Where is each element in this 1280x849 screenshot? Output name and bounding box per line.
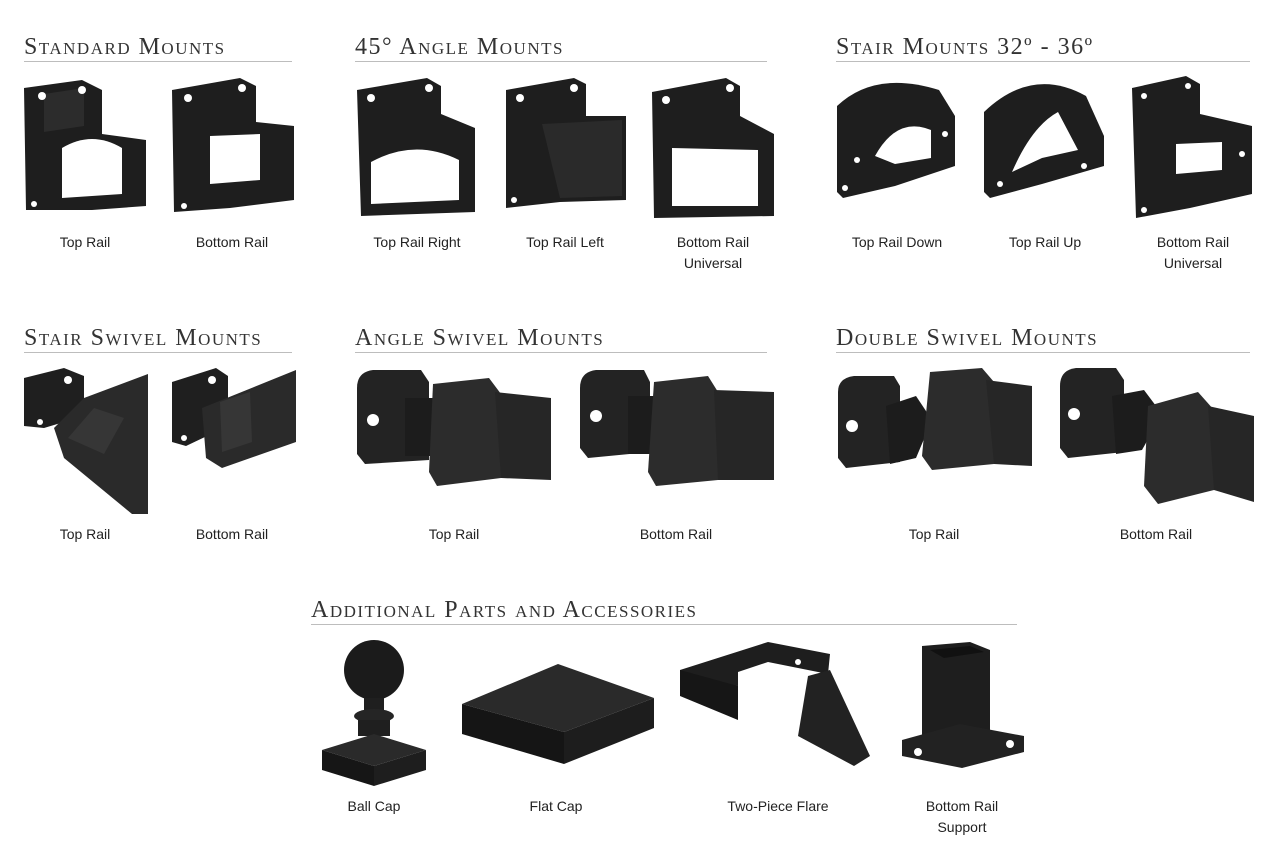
stair-swivel-bottom-rail-image (172, 368, 296, 472)
stair-top-rail-up-image (982, 76, 1106, 200)
label-ball-cap: Ball Cap (347, 798, 401, 814)
stair-top-rail-down-image (835, 76, 957, 200)
double-swivel-top-rail-image (836, 366, 1034, 482)
label-angle45-top-rail-left: Top Rail Left (526, 234, 604, 250)
label-double-swivel-top-rail: Top Rail (908, 526, 960, 542)
section-title-stair-mounts: Stair Mounts 32º - 36º (836, 33, 1250, 62)
label-stair-swivel-bottom-rail: Bottom Rail (195, 526, 269, 542)
angle45-top-rail-left-image (502, 76, 628, 212)
label-double-swivel-bottom-rail: Bottom Rail (1119, 526, 1193, 542)
double-swivel-bottom-rail-image (1058, 366, 1254, 510)
section-title-angle-swivel-mounts: Angle Swivel Mounts (355, 324, 767, 353)
label-stair-bottom-rail-universal: Bottom Rail Universal (1156, 234, 1230, 271)
section-title-additional-parts: Additional Parts and Accessories (311, 596, 1017, 625)
standard-bottom-rail-mount-image (170, 76, 296, 216)
label-stair-top-rail-up: Top Rail Up (1008, 234, 1082, 250)
angle45-bottom-rail-universal-image (650, 76, 776, 220)
ball-cap-image (318, 638, 430, 788)
angle-swivel-top-rail-image (355, 368, 555, 488)
label-standard-top-rail: Top Rail (59, 234, 111, 250)
flat-cap-image (458, 662, 656, 766)
stair-swivel-top-rail-image (24, 368, 148, 514)
section-title-stair-swivel-mounts: Stair Swivel Mounts (24, 324, 292, 353)
label-standard-bottom-rail: Bottom Rail (195, 234, 269, 250)
section-title-standard-mounts: Standard Mounts (24, 33, 292, 62)
section-title-double-swivel-mounts: Double Swivel Mounts (836, 324, 1250, 353)
label-angle-swivel-top-rail: Top Rail (428, 526, 480, 542)
label-stair-top-rail-down: Top Rail Down (851, 234, 943, 250)
label-angle45-bottom-rail-universal: Bottom Rail Universal (676, 234, 750, 271)
label-flat-cap: Flat Cap (529, 798, 583, 814)
section-title-45-angle-mounts: 45° Angle Mounts (355, 33, 767, 62)
two-piece-flare-image (678, 640, 878, 768)
label-angle-swivel-bottom-rail: Bottom Rail (639, 526, 713, 542)
label-two-piece-flare: Two-Piece Flare (727, 798, 829, 814)
bottom-rail-support-image (900, 640, 1026, 772)
angle45-top-rail-right-image (355, 76, 477, 218)
standard-top-rail-mount-image (22, 78, 148, 218)
angle-swivel-bottom-rail-image (578, 368, 776, 488)
label-angle45-top-rail-right: Top Rail Right (373, 234, 461, 250)
label-stair-swivel-top-rail: Top Rail (59, 526, 111, 542)
stair-bottom-rail-universal-image (1130, 74, 1254, 220)
label-bottom-rail-support: Bottom Rail Support (925, 798, 999, 835)
